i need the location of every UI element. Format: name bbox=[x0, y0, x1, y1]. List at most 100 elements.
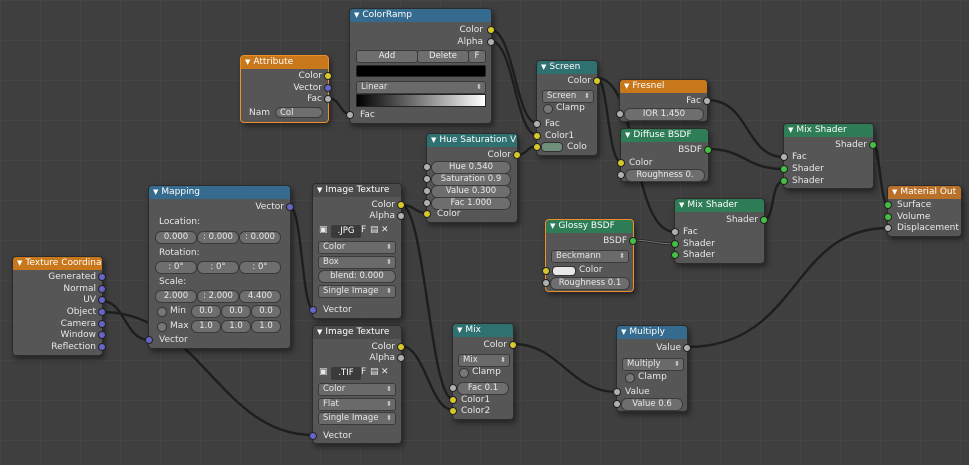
glossy-roughness-socket[interactable] bbox=[542, 279, 550, 287]
imgtex1-vector-socket[interactable] bbox=[309, 306, 317, 314]
glossy-distribution-dropdown[interactable]: Beckmann bbox=[551, 250, 629, 263]
imgtex2-projection-dropdown[interactable]: Flat bbox=[318, 398, 396, 411]
glossy-bsdf-node[interactable]: ▼Glossy BSDF BSDF Beckmann Color Roughne… bbox=[542, 219, 637, 292]
colorramp-interpolation-dropdown[interactable]: Linear bbox=[356, 81, 486, 94]
imgtex1-fake-user[interactable]: F bbox=[361, 225, 367, 235]
x-icon[interactable]: ✕ bbox=[381, 225, 389, 235]
imgtex2-fake-user[interactable]: F bbox=[361, 367, 367, 377]
triangle-down-icon[interactable]: ▼ bbox=[317, 328, 323, 336]
triangle-down-icon[interactable]: ▼ bbox=[892, 188, 898, 196]
colorramp-header[interactable]: ▼ColorRamp bbox=[350, 9, 491, 22]
mapping-vector-in-socket[interactable] bbox=[145, 336, 153, 344]
colorramp-active-color[interactable] bbox=[356, 65, 486, 77]
mix-header[interactable]: ▼Mix bbox=[453, 324, 513, 337]
mapping-max-z[interactable]: 1.0 bbox=[251, 320, 281, 333]
glossy-roughness-field[interactable]: Roughness 0.1 bbox=[550, 277, 630, 290]
mapping-min-x[interactable]: 0.0 bbox=[191, 305, 221, 318]
texcoord-normal-socket[interactable] bbox=[98, 285, 106, 293]
hue-sat-fac-field[interactable]: Fac 1.000 bbox=[431, 197, 511, 210]
imgtex2-color-socket[interactable] bbox=[397, 343, 405, 351]
diffuse-color-socket[interactable] bbox=[617, 159, 625, 167]
folder-icon[interactable]: ▤ bbox=[370, 225, 379, 235]
multiply-value1-socket[interactable] bbox=[613, 388, 621, 396]
attribute-vector-socket[interactable] bbox=[324, 84, 332, 92]
mix-shader-top-shader2-socket[interactable] bbox=[780, 177, 788, 185]
diffuse-bsdf-socket[interactable] bbox=[704, 146, 712, 154]
material-output-node[interactable]: ▼Material Out Surface Volume Displacemen… bbox=[884, 185, 962, 237]
saturation-socket[interactable] bbox=[423, 175, 431, 183]
screen-color1-socket[interactable] bbox=[533, 132, 541, 140]
screen-fac-socket[interactable] bbox=[533, 120, 541, 128]
attribute-fac-socket[interactable] bbox=[324, 95, 332, 103]
mix-shader-top-fac-socket[interactable] bbox=[780, 153, 788, 161]
multiply-value2-socket[interactable] bbox=[613, 400, 621, 408]
mix-blend-dropdown[interactable]: Mix bbox=[458, 354, 510, 367]
mapping-max-y[interactable]: 1.0 bbox=[221, 320, 251, 333]
multiply-clamp-checkbox[interactable] bbox=[625, 373, 635, 383]
triangle-down-icon[interactable]: ▼ bbox=[788, 126, 794, 134]
triangle-down-icon[interactable]: ▼ bbox=[541, 63, 547, 71]
imgtex1-source-dropdown[interactable]: Single Image bbox=[318, 285, 396, 298]
imgtex1-file-field[interactable]: .JPG bbox=[331, 225, 361, 238]
multiply-value-out-socket[interactable] bbox=[683, 344, 691, 352]
multiply-header[interactable]: ▼Multiply bbox=[617, 326, 687, 339]
screen-color2-socket[interactable] bbox=[533, 143, 541, 151]
triangle-down-icon[interactable]: ▼ bbox=[17, 259, 23, 267]
fresnel-ior-field[interactable]: IOR 1.450 bbox=[624, 108, 704, 121]
mapping-loc-z[interactable]: : 0.000 bbox=[239, 231, 281, 244]
colorramp-delete-button[interactable]: Delete bbox=[417, 50, 469, 63]
mix-shader-top-node[interactable]: ▼Mix Shader Shader Fac Shader Shader bbox=[780, 123, 877, 189]
colorramp-fac-socket[interactable] bbox=[346, 111, 354, 119]
image-texture-1-header[interactable]: ▼Image Texture bbox=[313, 184, 401, 197]
mix-shader-mid-header[interactable]: ▼Mix Shader bbox=[675, 199, 764, 212]
diffuse-bsdf-node[interactable]: ▼Diffuse BSDF BSDF Color Roughness 0. bbox=[617, 128, 712, 182]
triangle-down-icon[interactable]: ▼ bbox=[245, 58, 251, 66]
attribute-header[interactable]: ▼Attribute bbox=[241, 56, 328, 69]
triangle-down-icon[interactable]: ▼ bbox=[431, 136, 437, 144]
diffuse-header[interactable]: ▼Diffuse BSDF bbox=[621, 129, 708, 142]
texcoord-camera-socket[interactable] bbox=[98, 320, 106, 328]
triangle-down-icon[interactable]: ▼ bbox=[679, 201, 685, 209]
mapping-vector-out-socket[interactable] bbox=[286, 203, 294, 211]
fresnel-header[interactable]: ▼Fresnel bbox=[620, 80, 707, 93]
material-out-volume-socket[interactable] bbox=[884, 213, 892, 221]
mix-color-out-socket[interactable] bbox=[509, 341, 517, 349]
triangle-down-icon[interactable]: ▼ bbox=[317, 186, 323, 194]
colorramp-gradient[interactable] bbox=[356, 94, 486, 107]
hue-sat-fac-socket[interactable] bbox=[423, 199, 431, 207]
triangle-down-icon[interactable]: ▼ bbox=[457, 326, 463, 334]
material-output-header[interactable]: ▼Material Out bbox=[888, 186, 961, 199]
multiply-node[interactable]: ▼Multiply Value Multiply Clamp Value Val… bbox=[613, 325, 691, 412]
image-texture-1-node[interactable]: ▼Image Texture Color Alpha ▣ .JPG F ▤ ✕ … bbox=[309, 183, 405, 319]
material-out-surface-socket[interactable] bbox=[884, 201, 892, 209]
imgtex2-color-dropdown[interactable]: Color bbox=[318, 383, 396, 396]
imgtex1-projection-dropdown[interactable]: Box bbox=[318, 256, 396, 269]
mapping-scale-y[interactable]: : 2.000 bbox=[197, 290, 239, 303]
mapping-max-checkbox[interactable] bbox=[157, 322, 167, 332]
mapping-max-x[interactable]: 1.0 bbox=[191, 320, 221, 333]
glossy-color-socket[interactable] bbox=[542, 267, 550, 275]
imgtex2-alpha-socket[interactable] bbox=[397, 354, 405, 362]
x-icon[interactable]: ✕ bbox=[381, 367, 389, 377]
triangle-down-icon[interactable]: ▼ bbox=[621, 328, 627, 336]
mapping-min-checkbox[interactable] bbox=[157, 307, 167, 317]
image-texture-2-header[interactable]: ▼Image Texture bbox=[313, 326, 401, 339]
texture-coordinate-node[interactable]: ▼Texture Coordina Generated Normal UV Ob… bbox=[12, 256, 106, 356]
attribute-color-socket[interactable] bbox=[324, 72, 332, 80]
mix-node[interactable]: ▼Mix Color Mix Clamp Fac 0.1 Color1 Colo… bbox=[449, 323, 517, 420]
mix-shader-top-shader1-socket[interactable] bbox=[780, 165, 788, 173]
mapping-loc-x[interactable]: 0.000 bbox=[155, 231, 197, 244]
attribute-name-input[interactable]: Col bbox=[275, 107, 323, 118]
colorramp-color-socket[interactable] bbox=[487, 26, 495, 34]
hue-sat-color-in-socket[interactable] bbox=[423, 210, 431, 218]
mix-shader-top-out-socket[interactable] bbox=[869, 141, 877, 149]
glossy-color-swatch[interactable] bbox=[552, 266, 576, 276]
material-out-displacement-socket[interactable] bbox=[884, 224, 892, 232]
imgtex1-alpha-socket[interactable] bbox=[397, 212, 405, 220]
fresnel-node[interactable]: ▼Fresnel Fac IOR 1.450 bbox=[616, 79, 711, 122]
mix-clamp-checkbox[interactable] bbox=[459, 368, 469, 378]
fresnel-ior-socket[interactable] bbox=[616, 110, 624, 118]
mix-shader-mid-shader2-socket[interactable] bbox=[671, 251, 679, 259]
hue-saturation-node[interactable]: ▼Hue Saturation V Color Hue 0.540 Satura… bbox=[423, 133, 521, 223]
mix-shader-mid-out-socket[interactable] bbox=[760, 216, 768, 224]
